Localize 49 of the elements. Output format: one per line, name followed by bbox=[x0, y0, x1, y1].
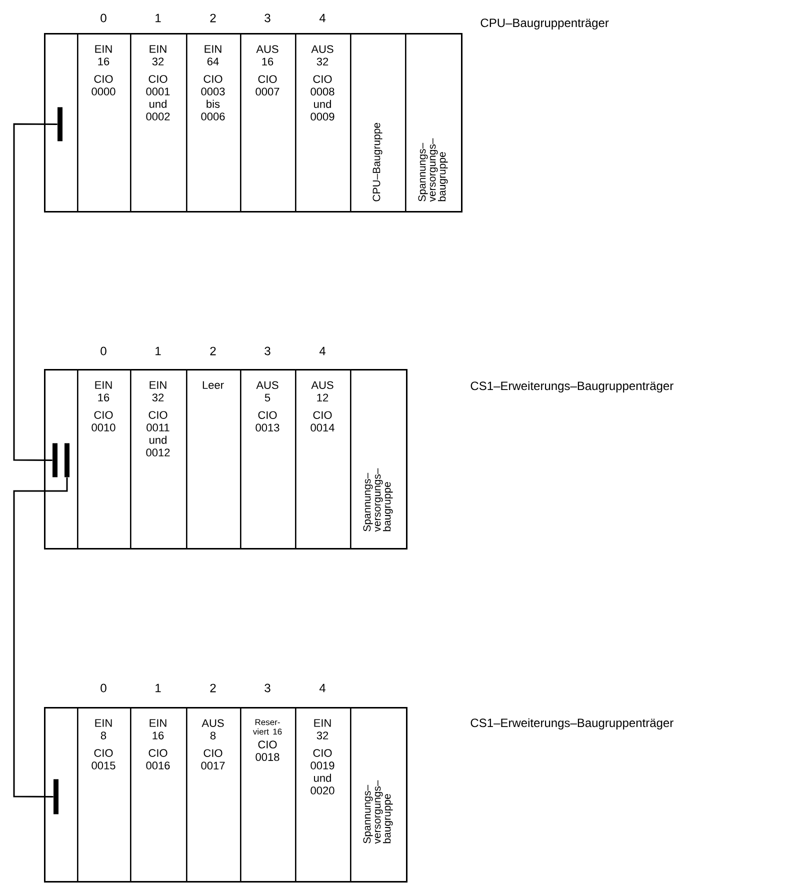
slot-number: 3 bbox=[264, 14, 270, 22]
slot-number: 2 bbox=[210, 346, 216, 356]
slot-cell: EIN 8 CIO 0015 bbox=[77, 707, 132, 882]
rack-box bbox=[44, 33, 462, 212]
slot-cell: EIN 32 CIO 0019 und 0020 bbox=[295, 707, 352, 882]
slot-cell: AUS 8 CIO 0017 bbox=[186, 707, 242, 882]
connector-bar bbox=[64, 443, 70, 478]
module-cell: Spannungs– versorgungs– baugruppe bbox=[405, 33, 462, 212]
module-cell: Spannungs– versorgungs– baugruppe bbox=[350, 369, 408, 550]
slot-number: 4 bbox=[319, 14, 326, 22]
cable-line bbox=[13, 477, 68, 798]
cable-line bbox=[13, 123, 58, 461]
slot-number: 1 bbox=[156, 14, 161, 22]
slot-number: 1 bbox=[156, 346, 161, 356]
rack-box bbox=[44, 707, 408, 882]
module-cell: Spannungs– versorgungs– baugruppe bbox=[350, 707, 408, 882]
rack-title: CS1–Erweiterungs–Baugruppenträger bbox=[470, 381, 674, 392]
slot-number: 1 bbox=[156, 684, 161, 692]
slot-cell: EIN 32 CIO 0011 und 0012 bbox=[130, 369, 188, 550]
slot-cell: EIN 16 CIO 0010 bbox=[77, 369, 132, 550]
slot-number: 0 bbox=[100, 684, 106, 692]
slot-cell: AUS 16 CIO 0007 bbox=[240, 33, 296, 212]
slot-cell: AUS 5 CIO 0013 bbox=[240, 369, 296, 550]
module-cell: CPU–Baugruppe bbox=[350, 33, 406, 212]
slot-number: 4 bbox=[319, 346, 326, 356]
slot-number: 0 bbox=[100, 14, 106, 22]
slot-cell: Reser- viert 16 CIO 0018 bbox=[240, 707, 296, 882]
rack-box bbox=[44, 369, 408, 550]
connector-bar bbox=[58, 107, 62, 142]
connector-bar bbox=[52, 443, 58, 478]
slot-cell: AUS 32 CIO 0008 und 0009 bbox=[295, 33, 352, 212]
slot-number: 3 bbox=[264, 684, 270, 692]
connector-slot bbox=[44, 707, 78, 882]
slot-number: 3 bbox=[264, 346, 270, 356]
slot-number: 0 bbox=[100, 346, 106, 356]
slot-cell: EIN 16 CIO 0000 bbox=[77, 33, 132, 212]
connector-bar bbox=[54, 779, 58, 814]
rack-title: CPU–Baugruppenträger bbox=[480, 18, 609, 30]
slot-cell: EIN 64 CIO 0003 bis 0006 bbox=[186, 33, 242, 212]
rack-title: CS1–Erweiterungs–Baugruppenträger bbox=[470, 718, 674, 730]
connector-slot bbox=[44, 369, 78, 550]
slot-number: 2 bbox=[210, 684, 216, 692]
slot-cell: EIN 32 CIO 0001 und 0002 bbox=[130, 33, 188, 212]
connector-slot bbox=[44, 33, 78, 212]
slot-number: 4 bbox=[319, 684, 326, 692]
slot-cell: EIN 16 CIO 0016 bbox=[130, 707, 188, 882]
slot-number: 2 bbox=[210, 14, 216, 22]
slot-cell: Leer bbox=[186, 369, 242, 550]
slot-cell: AUS 12 CIO 0014 bbox=[295, 369, 352, 550]
